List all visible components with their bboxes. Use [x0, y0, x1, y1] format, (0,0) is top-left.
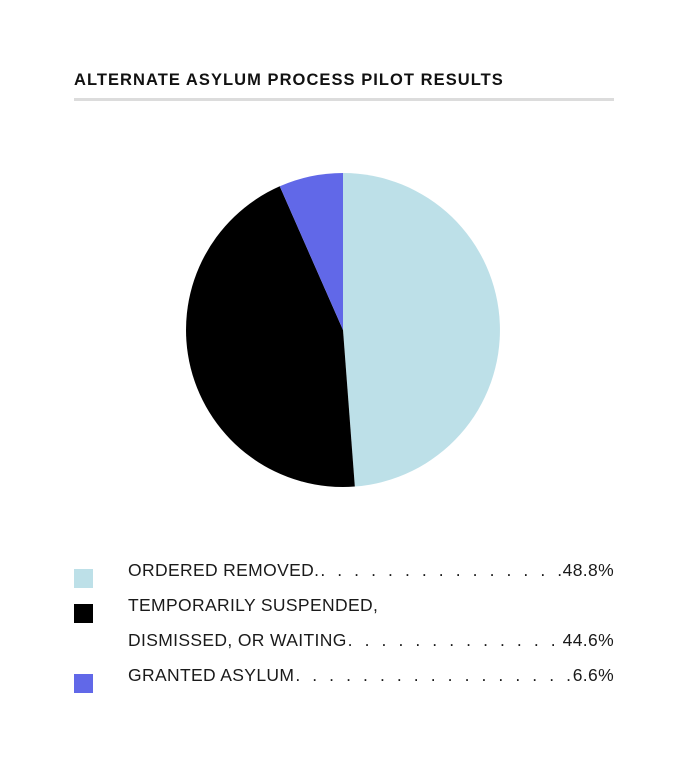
chart-legend: ORDERED REMOVED. 48.8% TEMPORARILY SUSPEND… [74, 560, 614, 700]
legend-item: ORDERED REMOVED. 48.8% [74, 560, 614, 595]
swatch-temporarily-suspended [74, 604, 93, 623]
legend-label: GRANTED ASYLUM [128, 665, 295, 685]
legend-line: TEMPORARILY SUSPENDED, [128, 595, 614, 630]
legend-line: DISMISSED, OR WAITING 44.6% [128, 630, 614, 665]
legend-item-lines: TEMPORARILY SUSPENDED, DISMISSED, OR WAIT… [128, 595, 614, 665]
legend-dot-leader [320, 560, 561, 581]
swatch-granted-asylum [74, 674, 93, 693]
legend-item-lines: ORDERED REMOVED. 48.8% [128, 560, 614, 595]
legend-item: GRANTED ASYLUM 6.6% [74, 665, 614, 700]
legend-dot-leader [295, 665, 571, 686]
legend-label: TEMPORARILY SUSPENDED, [128, 595, 379, 615]
legend-item-lines: GRANTED ASYLUM 6.6% [128, 665, 614, 700]
swatch-ordered-removed [74, 569, 93, 588]
page-title: ALTERNATE ASYLUM PROCESS PILOT RESULTS [74, 71, 504, 89]
legend-value: 48.8% [562, 560, 614, 580]
legend-value: 44.6% [562, 630, 614, 650]
pie-slice [343, 173, 500, 487]
pie-chart [186, 173, 500, 487]
legend-value: 6.6% [572, 665, 614, 685]
legend-line: ORDERED REMOVED. 48.8% [128, 560, 614, 595]
pie-slice [279, 173, 343, 330]
title-divider [74, 98, 614, 101]
legend-dot-leader [348, 630, 562, 651]
pie-slice [186, 186, 355, 487]
legend-label: ORDERED REMOVED. [128, 560, 320, 580]
pie-chart-svg [186, 173, 500, 487]
legend-line: GRANTED ASYLUM 6.6% [128, 665, 614, 700]
legend-label: DISMISSED, OR WAITING [128, 630, 347, 650]
legend-item: TEMPORARILY SUSPENDED, DISMISSED, OR WAIT… [74, 595, 614, 665]
